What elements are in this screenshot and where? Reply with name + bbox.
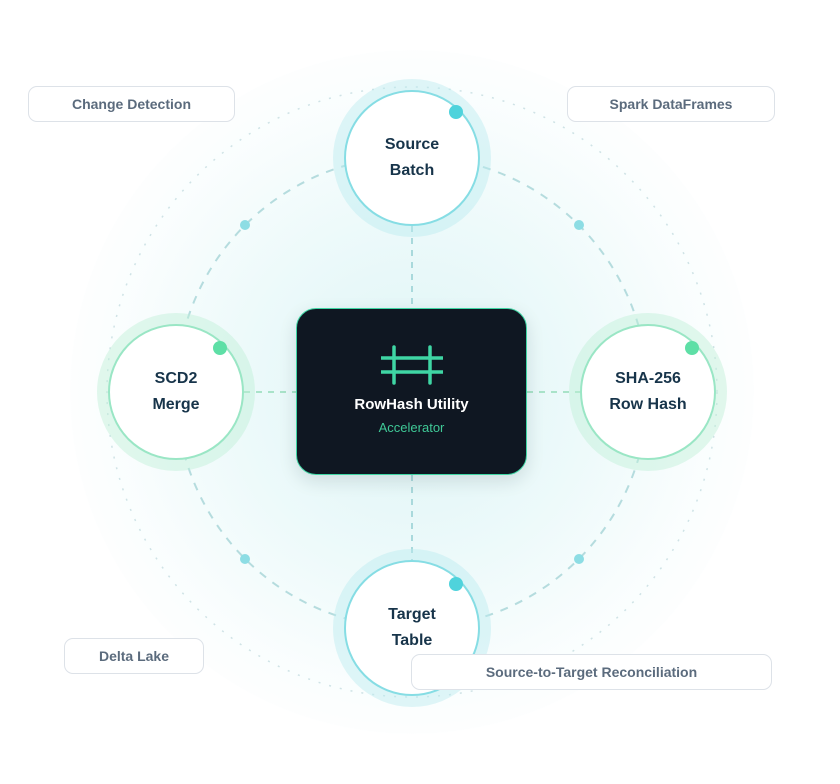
node-sha256-line1: SHA-256	[615, 370, 681, 387]
node-sha256-line2: Row Hash	[609, 396, 687, 413]
hub-subtitle: Accelerator	[378, 420, 445, 435]
node-source-batch-line2: Batch	[389, 162, 435, 179]
hash-grid-icon	[380, 345, 443, 385]
rowhash-utility-hub: RowHash Utility Accelerator	[296, 308, 527, 475]
hub-title: RowHash Utility	[354, 396, 469, 413]
status-dot	[685, 341, 699, 355]
status-dot	[449, 105, 463, 119]
tag-spark-dataframes: Spark DataFrames	[567, 86, 775, 122]
status-dot	[449, 577, 463, 591]
node-target-table-line2: Table	[391, 632, 433, 649]
node-target-table-line1: Target	[388, 606, 436, 623]
tag-source-to-target-reconciliation: Source-to-Target Reconciliation	[411, 654, 772, 690]
tag-delta-lake: Delta Lake	[64, 638, 204, 674]
node-scd2-merge-line2: Merge	[152, 396, 200, 413]
orbit-marker-upper-right	[574, 220, 584, 230]
orbit-marker-upper-left	[240, 220, 250, 230]
node-source-batch-line1: Source	[384, 136, 440, 153]
tag-change-detection: Change Detection	[28, 86, 235, 122]
outer-orbit-ring	[106, 86, 718, 698]
orbit-marker-lower-right	[574, 554, 584, 564]
orbit-marker-lower-left	[240, 554, 250, 564]
node-scd2-merge-line1: SCD2	[154, 370, 198, 387]
status-dot	[213, 341, 227, 355]
